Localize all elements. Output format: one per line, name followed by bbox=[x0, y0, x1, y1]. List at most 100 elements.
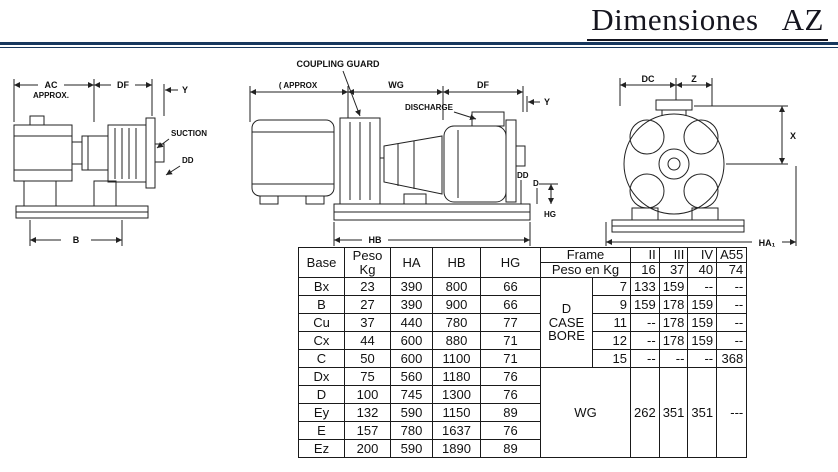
header-ha: HA bbox=[390, 247, 433, 278]
cell-hb: 800 bbox=[432, 277, 481, 296]
cell-ii: 159 bbox=[630, 295, 660, 314]
middle-pump-drawing: COUPLING GUARD ( APPROX WG DF Y DISCHARG… bbox=[249, 59, 558, 246]
dim-label-hb: HB bbox=[369, 235, 382, 245]
cell-iii: 178 bbox=[658, 331, 689, 350]
table-row: C 50 600 1100 71 15 -- -- -- 368 bbox=[298, 349, 748, 368]
cell-hb: 1150 bbox=[432, 403, 481, 422]
cell-ha: 440 bbox=[390, 313, 433, 332]
cell-hg: 66 bbox=[480, 295, 541, 314]
cell-base: Ey bbox=[298, 403, 345, 422]
cell-hb: 1100 bbox=[432, 349, 481, 368]
dim-label-ha1: HA₁ bbox=[759, 238, 776, 248]
cell-hg: 71 bbox=[480, 349, 541, 368]
cell-ha: 600 bbox=[390, 331, 433, 350]
cell-bore: 12 bbox=[592, 331, 631, 350]
cell-hg: 76 bbox=[480, 385, 541, 404]
cell-ii: -- bbox=[630, 313, 660, 332]
cell-ha: 600 bbox=[390, 349, 433, 368]
cell-hg: 89 bbox=[480, 403, 541, 422]
cell-ha: 590 bbox=[390, 439, 433, 458]
cell-base: Cx bbox=[298, 331, 345, 350]
header-col-iv: IV bbox=[687, 247, 718, 263]
header-hg: HG bbox=[480, 247, 541, 278]
cell-iv: 159 bbox=[687, 313, 718, 332]
dim-label-d: D bbox=[533, 179, 539, 188]
peso-value-ii: 16 bbox=[630, 262, 660, 278]
dim-label-z: Z bbox=[691, 74, 697, 84]
wg-label: WG bbox=[540, 367, 631, 458]
table-row: Ez 200 590 1890 89 bbox=[298, 439, 747, 458]
cell-iv: 159 bbox=[687, 295, 718, 314]
discharge-label: DISCHARGE bbox=[405, 103, 454, 112]
cell-base: Ez bbox=[298, 439, 345, 458]
divider-thin-line bbox=[0, 47, 838, 48]
wg-iii: 351 bbox=[658, 367, 689, 458]
table-row: B 27 390 900 66 9 159 178 159 -- bbox=[298, 295, 748, 314]
cell-iv: 159 bbox=[687, 331, 718, 350]
cell-peso: 132 bbox=[344, 403, 391, 422]
cell-a55: -- bbox=[716, 313, 748, 332]
cell-bore: 11 bbox=[592, 313, 631, 332]
table-row: Dx 75 560 1180 76 WG 262 351 351 --- bbox=[298, 367, 748, 458]
dim-label-hg: HG bbox=[544, 210, 556, 219]
cell-hg: 71 bbox=[480, 331, 541, 350]
cell-peso: 37 bbox=[344, 313, 391, 332]
cell-base: Bx bbox=[298, 277, 345, 296]
cell-a55: -- bbox=[716, 295, 748, 314]
page-title: Dimensiones AZ bbox=[587, 2, 828, 41]
cell-hg: 66 bbox=[480, 277, 541, 296]
dim-label-dd: DD bbox=[517, 171, 529, 180]
cell-peso: 200 bbox=[344, 439, 391, 458]
left-pump-drawing: AC APPROX. DF Y SUCTION DD B bbox=[13, 79, 207, 246]
cell-ha: 745 bbox=[390, 385, 433, 404]
cell-iii: 159 bbox=[658, 277, 689, 296]
header-peso-en-kg: Peso en Kg bbox=[540, 262, 631, 278]
cell-iii: 178 bbox=[658, 313, 689, 332]
cell-peso: 75 bbox=[344, 367, 391, 386]
table-row: Bx 23 390 800 66 D CASE BORE 7 133 159 -… bbox=[298, 277, 748, 368]
cell-hb: 1637 bbox=[432, 421, 481, 440]
cell-hg: 77 bbox=[480, 313, 541, 332]
cell-a55: -- bbox=[716, 277, 748, 296]
dim-label-dc: DC bbox=[642, 74, 655, 84]
cell-peso: 157 bbox=[344, 421, 391, 440]
table-row: Cx 44 600 880 71 12 -- 178 159 -- bbox=[298, 331, 748, 350]
cell-ha: 560 bbox=[390, 367, 433, 386]
cell-hg: 89 bbox=[480, 439, 541, 458]
cell-hb: 880 bbox=[432, 331, 481, 350]
cell-peso: 50 bbox=[344, 349, 391, 368]
table-row: Cu 37 440 780 77 11 -- 178 159 -- bbox=[298, 313, 748, 332]
divider-thick-line bbox=[0, 42, 838, 45]
case-bore-label: D CASE BORE bbox=[540, 277, 593, 368]
dim-label-y: Y bbox=[544, 97, 550, 107]
cell-iii: 178 bbox=[658, 295, 689, 314]
right-pump-drawing: DC Z X HA₁ bbox=[605, 74, 797, 248]
dim-label-x: X bbox=[790, 131, 796, 141]
dimensions-table: Base Peso Kg HA HB HG Frame II III IV A5… bbox=[298, 247, 748, 458]
header-peso: Peso Kg bbox=[344, 247, 391, 278]
cell-ii: -- bbox=[630, 331, 660, 350]
header-col-ii: II bbox=[630, 247, 660, 263]
cell-iv: -- bbox=[687, 277, 718, 296]
cell-base: B bbox=[298, 295, 345, 314]
cell-iii: -- bbox=[658, 349, 689, 368]
dim-label-b: B bbox=[73, 235, 80, 245]
coupling-guard-label: COUPLING GUARD bbox=[297, 59, 381, 69]
header-col-a55: A55 bbox=[716, 247, 748, 263]
left-drawing-geometry bbox=[13, 79, 181, 246]
cell-ha: 390 bbox=[390, 295, 433, 314]
cell-iv: -- bbox=[687, 349, 718, 368]
cell-peso: 23 bbox=[344, 277, 391, 296]
header-hb: HB bbox=[432, 247, 481, 278]
cell-a55: -- bbox=[716, 331, 748, 350]
cell-peso: 27 bbox=[344, 295, 391, 314]
dim-label-df: DF bbox=[117, 80, 129, 90]
cell-a55: 368 bbox=[716, 349, 748, 368]
cell-bore: 7 bbox=[592, 277, 631, 296]
header-divider bbox=[0, 42, 838, 48]
wg-ii: 262 bbox=[630, 367, 660, 458]
dim-label-ac: AC bbox=[45, 80, 58, 90]
cell-ii: -- bbox=[630, 349, 660, 368]
cell-peso: 100 bbox=[344, 385, 391, 404]
